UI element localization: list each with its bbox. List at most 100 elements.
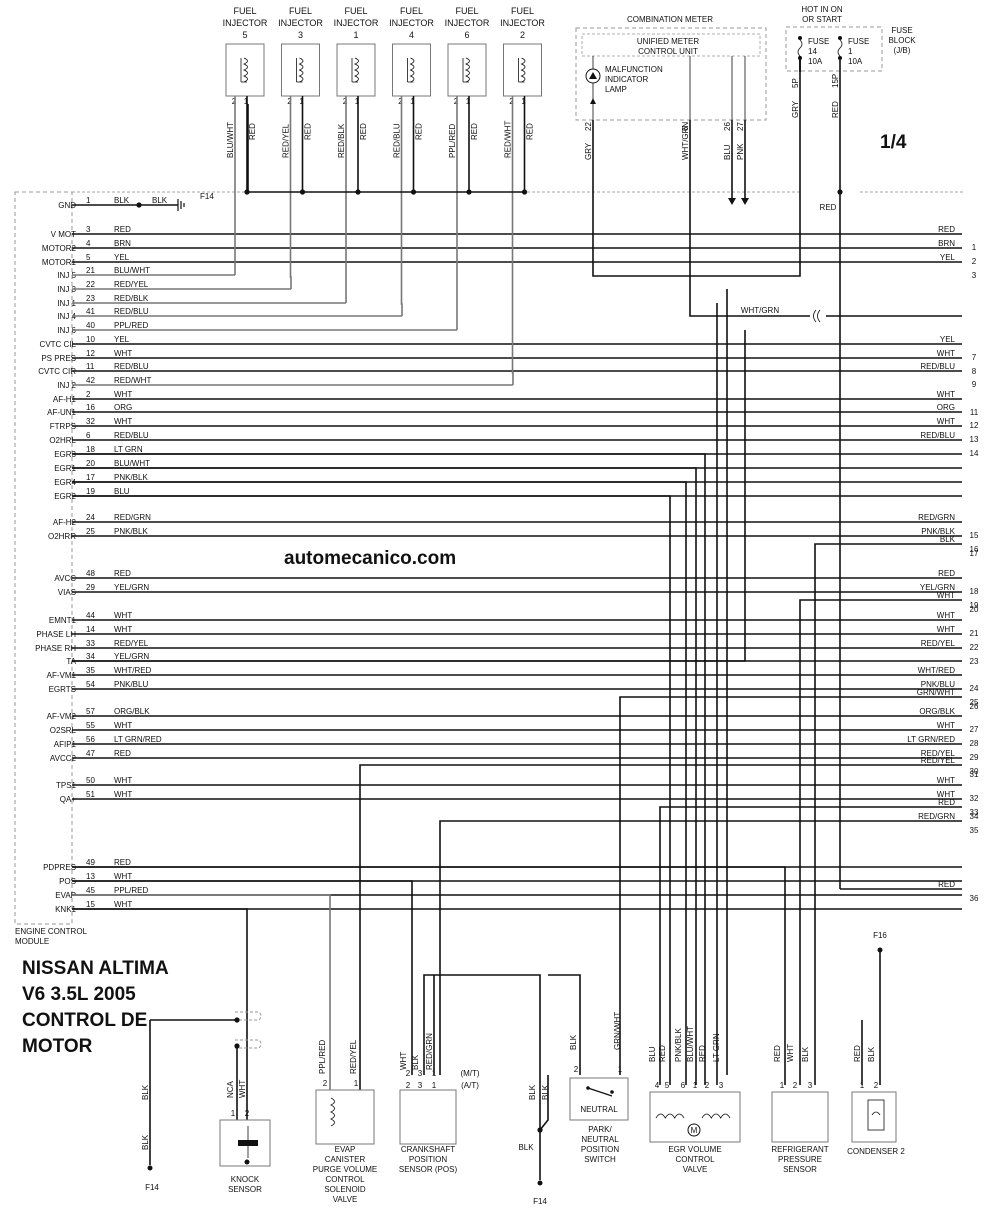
wire-color-right: RED xyxy=(938,798,955,807)
egr1-wire xyxy=(72,467,697,1085)
crank-label: CRANKSHAFT xyxy=(401,1145,455,1154)
pin-name: O2SRL xyxy=(50,726,77,735)
ground-point xyxy=(147,1165,153,1171)
pin-number: 13 xyxy=(86,872,95,881)
injector-coil-icon xyxy=(520,57,526,83)
crank-pin: 3 xyxy=(418,1081,423,1090)
egr-coil-icon xyxy=(701,1113,731,1119)
hot-label: HOT IN ON xyxy=(801,5,842,14)
pin-name: CVTC CIL xyxy=(40,340,77,349)
park-wire-color: BLK xyxy=(569,1034,578,1050)
crank-label: SENSOR (POS) xyxy=(399,1165,458,1174)
combo-pin: 27 xyxy=(736,122,745,131)
fuse-block-title: (J/B) xyxy=(894,46,911,55)
park-pin: 1 xyxy=(618,1065,623,1074)
pin-number: 56 xyxy=(86,735,95,744)
pin-name: FTRPS xyxy=(50,422,76,431)
egr-pin: 1 xyxy=(693,1081,698,1090)
wire-color-right: WHT xyxy=(937,721,955,730)
condenser-box xyxy=(851,1091,897,1143)
connector-number: 33 xyxy=(970,808,979,817)
wire-color: PNK/BLK xyxy=(114,527,148,536)
evap-pin: 1 xyxy=(354,1079,359,1088)
wire-color-right: RED xyxy=(938,225,955,234)
connector-number: 25 xyxy=(970,698,979,707)
pin-number: 22 xyxy=(86,280,95,289)
yel-grn-ta xyxy=(72,330,746,662)
wire-color: YEL/GRN xyxy=(114,583,149,592)
injector-title: INJECTOR xyxy=(389,18,434,28)
refrig-pin: 1 xyxy=(780,1081,785,1090)
pos-wire xyxy=(72,880,413,1075)
pin-name: AVCC2 xyxy=(50,754,77,763)
wire-color-right: RED/BLU xyxy=(920,362,955,371)
ground-ref: F14 xyxy=(200,192,214,201)
wire-color: PPL/RED xyxy=(114,321,148,330)
injector-signal-wire xyxy=(400,96,403,316)
red-label: RED xyxy=(820,203,837,212)
connector-number: 20 xyxy=(970,605,979,614)
pin-number: 17 xyxy=(86,473,95,482)
diagram-title-line: CONTROL DE xyxy=(22,1010,147,1031)
ground-icon xyxy=(177,199,185,211)
wire-color-right: LT GRN/RED xyxy=(907,735,955,744)
pin-name: QA+ xyxy=(60,795,77,804)
pin-name: AF-H1 xyxy=(53,395,77,404)
pin-number: 23 xyxy=(86,294,95,303)
egr-wire-color: RED xyxy=(698,1045,707,1062)
park-label: NEUTRAL xyxy=(581,1135,619,1144)
crank-pin: 2 xyxy=(406,1069,411,1078)
mt-label: (M/T) xyxy=(460,1069,479,1078)
evap-valve-box xyxy=(315,1089,375,1145)
evap-label: SOLENOID xyxy=(324,1185,366,1194)
arrow-down-icon xyxy=(741,198,749,205)
evap-wire xyxy=(72,894,331,1090)
wire-color-right: RED xyxy=(938,880,955,889)
wire-color: LT GRN/RED xyxy=(114,735,162,744)
knock-wire-color: NCA xyxy=(226,1080,235,1098)
wire-color: WHT xyxy=(114,776,132,785)
pin-name: INJ 5 xyxy=(57,271,76,280)
egr-pin: 3 xyxy=(719,1081,724,1090)
pin-name: O2HRL xyxy=(49,436,76,445)
injector-signal-wire xyxy=(289,96,292,289)
park-switch-box xyxy=(569,1077,629,1121)
diagram-title-line: V6 3.5L 2005 xyxy=(22,984,136,1005)
connector-number: 21 xyxy=(970,629,979,638)
injector-title: FUEL xyxy=(289,6,312,16)
refrig-label: SENSOR xyxy=(783,1165,817,1174)
egr-pin: 6 xyxy=(681,1081,686,1090)
connector-number: 23 xyxy=(970,657,979,666)
pin-name: PHASE LH xyxy=(36,630,76,639)
egr-wire-color: BLU/WHT xyxy=(686,1026,695,1062)
injector-number: 6 xyxy=(464,30,469,40)
connector-number: 31 xyxy=(970,770,979,779)
switch-contact xyxy=(610,1090,614,1094)
pin-number: 15 xyxy=(86,900,95,909)
injector-number: 4 xyxy=(409,30,414,40)
wire-color: RED/YEL xyxy=(114,639,149,648)
pin-number: 57 xyxy=(86,707,95,716)
wire-color-right: RED/YEL xyxy=(921,639,956,648)
wire-color: WHT xyxy=(114,790,132,799)
switch-icon xyxy=(587,1087,613,1097)
wire-color: YEL xyxy=(114,253,130,262)
diode-icon xyxy=(590,98,596,104)
wire-color: RED/BLU xyxy=(114,307,149,316)
park-blk-wire xyxy=(548,974,581,1075)
injector-wire-color: RED/BLU xyxy=(393,123,402,158)
combo-pin: 26 xyxy=(723,122,732,131)
pin-number: 25 xyxy=(86,527,95,536)
refrig-pin: 3 xyxy=(808,1081,813,1090)
wire-color-right: WHT xyxy=(937,591,955,600)
pin-name: AF-VM2 xyxy=(47,712,77,721)
wire-color-right: WHT xyxy=(937,417,955,426)
wire-color: RED/GRN xyxy=(114,513,151,522)
pin-name: EMNT1 xyxy=(49,616,77,625)
blk-17 xyxy=(814,543,962,1085)
red-34 xyxy=(659,806,962,1085)
refrig-label: PRESSURE xyxy=(778,1155,822,1164)
wire-color: BLK xyxy=(152,196,168,205)
pin-number: 35 xyxy=(86,666,95,675)
egr-pin: 2 xyxy=(705,1081,710,1090)
